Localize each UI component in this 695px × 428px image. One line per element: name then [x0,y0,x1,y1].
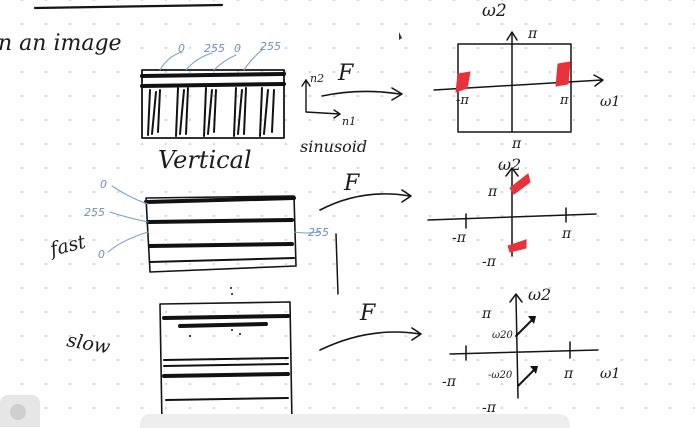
svg-text:0: 0 [100,178,107,191]
svg-text:-ω20: -ω20 [488,370,513,381]
fourier-symbol-2: F [343,171,360,196]
caption-vertical: Vertical [158,146,252,174]
svg-text:ω1: ω1 [600,94,620,110]
svg-text:π: π [481,306,492,322]
fast-intensity-annotations: 0 255 0 255 [84,178,329,261]
fourier-arrow-2 [319,189,412,211]
svg-text:255: 255 [84,206,105,219]
vertical-sinusoid-image [140,69,286,139]
svg-text:-π: -π [456,93,469,108]
divider-stroke [335,233,339,295]
header-fragment-text: n an image [0,31,122,56]
label-fast: fast [46,231,88,262]
label-slow: slow [65,329,112,358]
fourier-arrow-3 [319,327,422,351]
svg-text:π: π [561,226,572,242]
slow-sinusoid-image [159,287,293,425]
svg-text:n1: n1 [342,115,356,128]
svg-text:0: 0 [98,248,105,261]
fourier-symbol-3: F [359,301,376,326]
spectrum1-w2-label: ω2 [482,1,507,21]
svg-text:n2: n2 [310,72,324,85]
fast-sinusoid-image [144,195,297,273]
svg-text:-π: -π [482,400,497,416]
spectrum-2: ω2 π -π π -π [427,155,597,270]
cursor-mark [399,32,402,40]
corner-toolbar-button[interactable] [0,395,40,427]
svg-text:255: 255 [308,226,329,239]
svg-text:ω2: ω2 [498,155,521,174]
caption-sinusoid: sinusoid [300,137,367,156]
corner-button-icon [10,404,26,420]
spatial-axes-icon: n2 n1 [301,72,356,128]
svg-text:255: 255 [204,42,225,55]
bottom-toolbar[interactable] [140,414,570,428]
svg-text:0: 0 [178,42,185,55]
svg-text:ω2: ω2 [528,285,551,304]
svg-text:π: π [527,26,538,42]
svg-text:π: π [563,366,574,382]
svg-text:255: 255 [260,40,281,53]
fourier-symbol-1: F [337,61,354,86]
svg-text:π: π [487,184,498,200]
svg-text:π: π [511,136,522,152]
svg-text:-π: -π [442,374,457,390]
vertical-intensity-annotations: 0 255 0 255 [159,40,281,71]
spectrum-1: ω2 π -π π ω1 π [433,1,620,152]
svg-text:ω1: ω1 [600,366,620,382]
svg-text:-π: -π [482,254,497,270]
fourier-arrow-1 [321,87,403,101]
svg-text:π: π [559,93,569,108]
svg-text:-π: -π [452,230,467,246]
spectrum-3: ω2 π ω20 -ω20 -π π ω1 -π [442,285,620,416]
svg-text:ω20: ω20 [492,330,514,341]
top-underline-stroke [33,3,224,10]
svg-text:0: 0 [234,42,241,55]
